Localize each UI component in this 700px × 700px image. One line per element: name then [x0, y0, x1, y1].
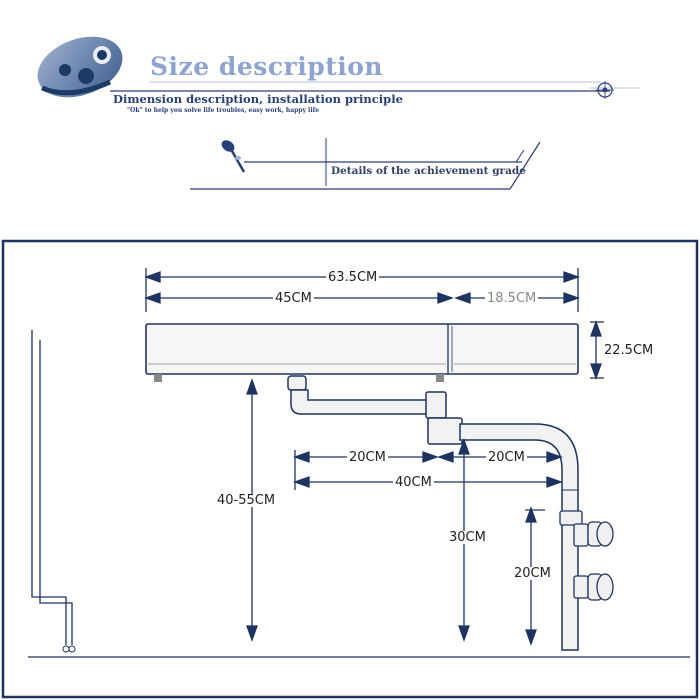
- label-thickness: 22.5CM: [604, 343, 654, 358]
- label-mount-height: 40-55CM: [215, 493, 278, 508]
- subtitle: Dimension description, installation prin…: [113, 92, 403, 106]
- upper-clamp: [559, 510, 614, 547]
- tagline: "Ok" to help you solve life troubles, ea…: [127, 107, 320, 114]
- header-rule: [110, 81, 640, 92]
- wall-lines: [28, 330, 690, 658]
- label-arm-left: 20CM: [347, 450, 388, 465]
- logo-icon: [37, 36, 123, 98]
- tray-top: [145, 323, 579, 382]
- label-total-width: 63.5CM: [326, 270, 380, 285]
- label-side-width: 18.5CM: [485, 291, 539, 306]
- label-pole-height: 30CM: [447, 530, 488, 545]
- diagram-frame: [1, 239, 699, 699]
- label-main-width: 45CM: [273, 291, 314, 306]
- label-arm-right: 20CM: [486, 450, 527, 465]
- details-frame: [190, 138, 541, 190]
- lower-clamp: [573, 573, 614, 601]
- label-arm-total: 40CM: [393, 475, 434, 490]
- details-heading: Details of the achievement grade: [331, 165, 526, 177]
- support-arm: [287, 375, 579, 651]
- label-clamp-spacing: 20CM: [512, 566, 553, 581]
- pushpin-icon: [221, 140, 246, 173]
- page-title: Size description: [150, 52, 384, 81]
- crosshair-icon: [596, 81, 614, 99]
